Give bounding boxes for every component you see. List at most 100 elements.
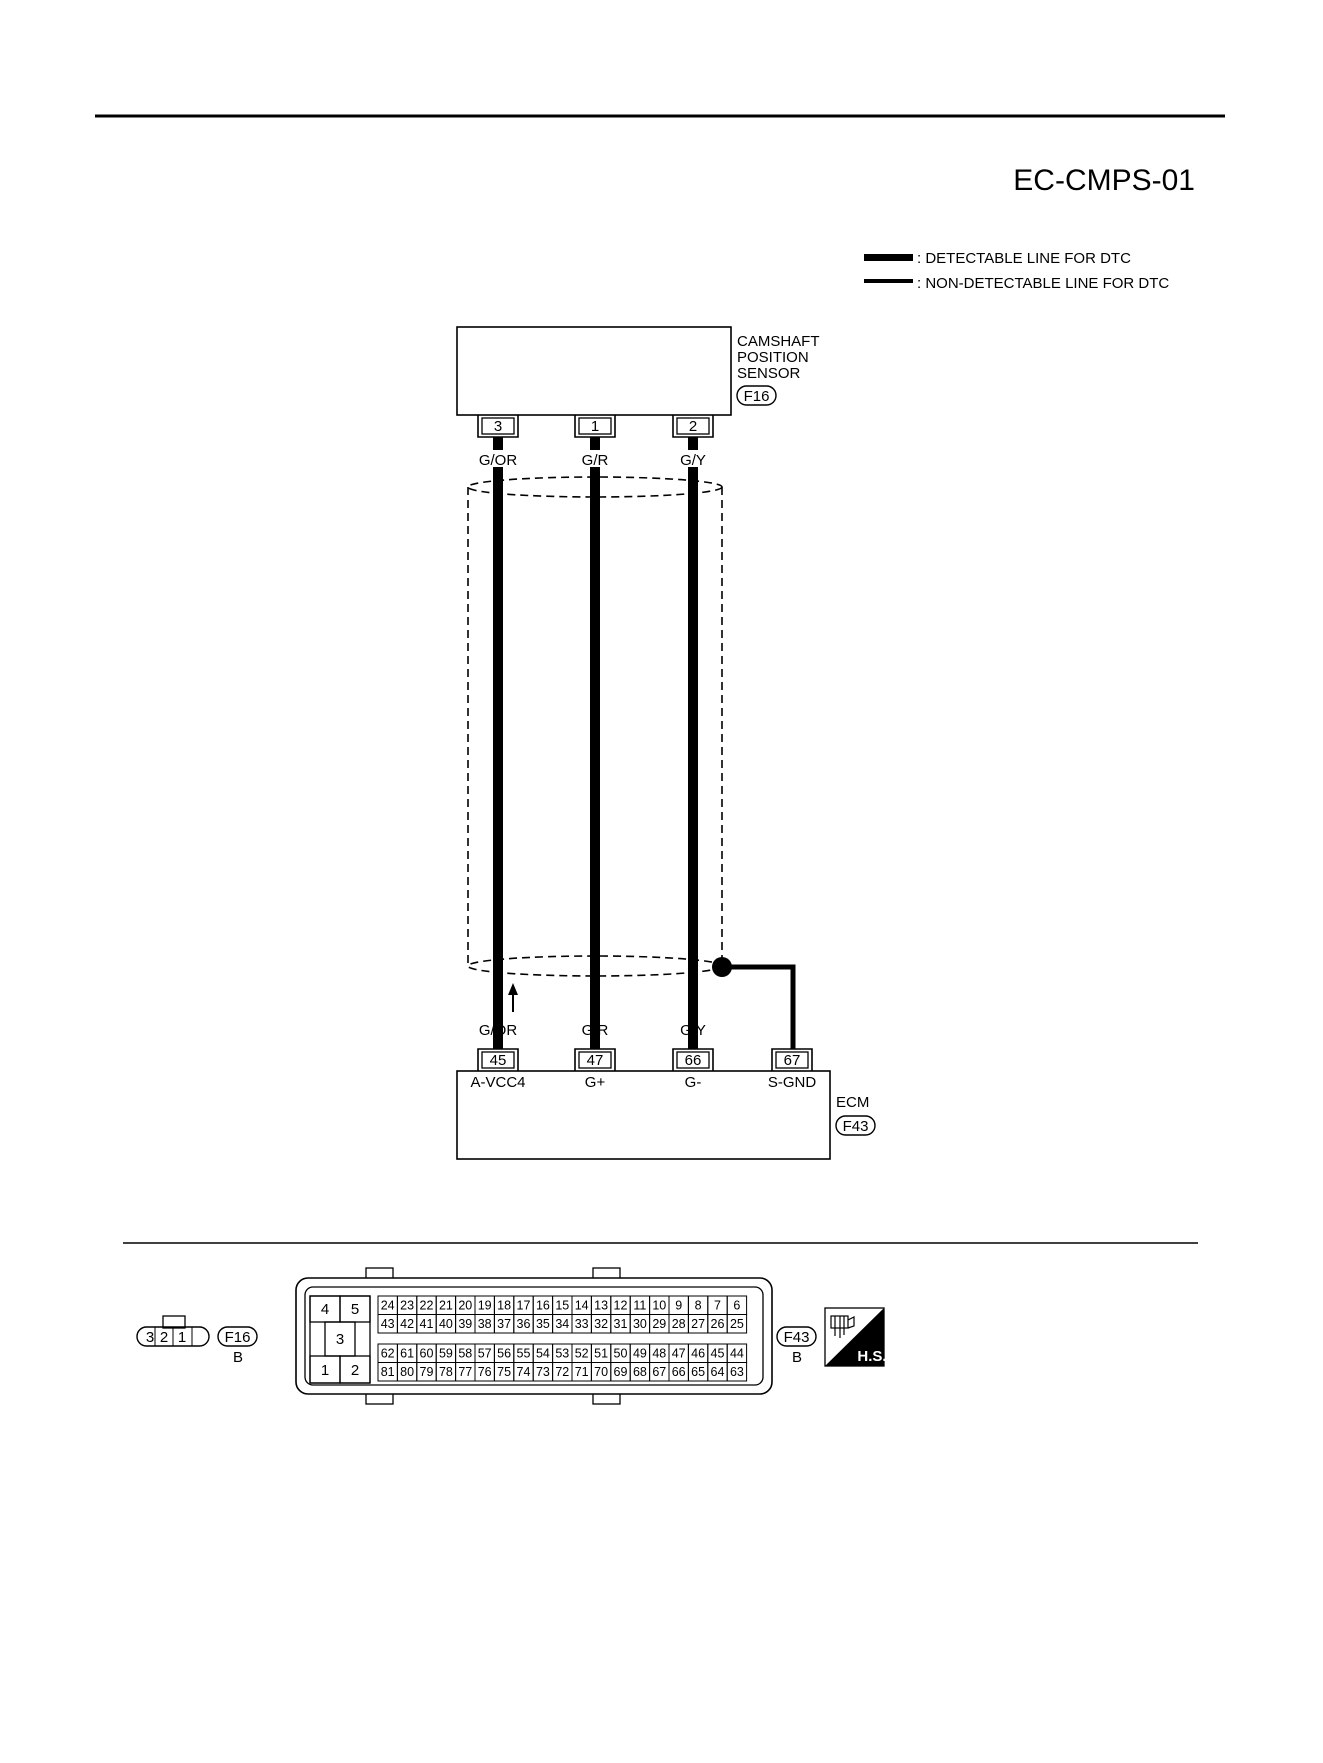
- f43-pin-number: 31: [614, 1317, 628, 1331]
- sensor-connector-badge: [736, 385, 777, 406]
- wire-color-bottom-g-r: G/R: [582, 1022, 609, 1039]
- ecm-pin-66: 66: [685, 1052, 702, 1069]
- f43-pin-number: 65: [691, 1365, 705, 1379]
- f43-pin-number: 22: [420, 1299, 434, 1313]
- f43-pin-number: 63: [730, 1365, 744, 1379]
- f43-pin-number: 46: [691, 1347, 705, 1361]
- f16-view-color: B: [233, 1349, 243, 1366]
- f43-pin-number: 26: [711, 1317, 725, 1331]
- wire-g-or: [493, 437, 503, 450]
- f43-pin-number: 35: [536, 1317, 550, 1331]
- f43-pin-4: 4: [321, 1301, 329, 1318]
- camshaft-position-sensor: CAMSHAFT POSITION SENSOR F16 3 1 2: [456, 326, 820, 438]
- f43-pin-number: 33: [575, 1317, 589, 1331]
- f43-pin-number: 23: [400, 1299, 414, 1313]
- f43-pin-number: 66: [672, 1365, 686, 1379]
- ecm-signal-g-plus: G+: [585, 1074, 606, 1091]
- harness-connector-icon: [830, 1315, 855, 1338]
- f43-pin-2: 2: [351, 1362, 359, 1379]
- sensor-pin-3: 3: [494, 418, 502, 435]
- f43-pin-number: 53: [555, 1347, 569, 1361]
- f43-pin-number: 9: [675, 1299, 682, 1313]
- f43-pin-cell: [726, 1362, 748, 1382]
- f43-pin-number: 17: [517, 1299, 531, 1313]
- f43-view-badge: [776, 1326, 817, 1347]
- sensor-connector-label: F16: [744, 388, 770, 405]
- f43-pin-number: 47: [672, 1347, 686, 1361]
- sensor-box: [456, 326, 732, 416]
- wire-color-bottom-g-y: G/Y: [680, 1022, 706, 1039]
- f43-pin-number: 51: [594, 1347, 608, 1361]
- f43-pin-number: 38: [478, 1317, 492, 1331]
- f43-pin-number: 12: [614, 1299, 628, 1313]
- legend: : DETECTABLE LINE FOR DTC : NON-DETECTAB…: [864, 250, 1169, 292]
- f43-pin-number: 81: [381, 1365, 395, 1379]
- ecm-pin-bracket-67: [771, 1048, 813, 1071]
- f43-pin-number: 48: [652, 1347, 666, 1361]
- wire-shield-ground: [722, 964, 796, 1049]
- f43-pin-number: 79: [420, 1365, 434, 1379]
- f16-pin-1: 1: [178, 1329, 186, 1346]
- wires: [493, 437, 698, 1049]
- ecm-signal-g-minus: G-: [685, 1074, 702, 1091]
- f43-pin-number: 30: [633, 1317, 647, 1331]
- ecm-pin-bracket-45: [477, 1048, 519, 1071]
- f43-pin-number: 42: [400, 1317, 414, 1331]
- f43-pin-3: 3: [336, 1331, 344, 1348]
- f43-pin-number: 80: [400, 1365, 414, 1379]
- sensor-pin-box-1: [578, 417, 612, 435]
- f43-pin-number: 69: [614, 1365, 628, 1379]
- ecm-connector-badge: [835, 1115, 876, 1136]
- legend-non-detectable-swatch: [864, 279, 913, 283]
- f43-pin-number: 32: [594, 1317, 608, 1331]
- f43-pin-number: 55: [517, 1347, 531, 1361]
- sensor-name-line3: SENSOR: [737, 365, 801, 382]
- f43-pin-number: 36: [517, 1317, 531, 1331]
- sensor-pin-1: 1: [591, 418, 599, 435]
- f43-pin-1: 1: [321, 1362, 329, 1379]
- diagram-id: EC-CMPS-01: [1013, 164, 1195, 197]
- f43-pin-number: 10: [652, 1299, 666, 1313]
- f16-view-label: F16: [225, 1329, 251, 1346]
- ecm-pin-box-45: [481, 1051, 515, 1069]
- wire-color-top-g-or: G/OR: [479, 452, 518, 469]
- f43-pin-number: 34: [555, 1317, 569, 1331]
- legend-non-detectable-label: : NON-DETECTABLE LINE FOR DTC: [917, 275, 1169, 292]
- up-arrow-icon: [508, 983, 518, 1012]
- f43-pin-number: 13: [594, 1299, 608, 1313]
- ecm-connector-label: F43: [843, 1118, 869, 1135]
- f43-pin-number: 39: [458, 1317, 472, 1331]
- f43-pin-number: 16: [536, 1299, 550, 1313]
- f43-pin-number: 11: [633, 1299, 646, 1313]
- wire-g-or-main: [493, 467, 503, 1049]
- ecm-pin-bracket-47: [574, 1048, 616, 1071]
- wire-g-y-main: [688, 467, 698, 1049]
- f43-pin-number: 45: [711, 1347, 725, 1361]
- f43-pin-number: 56: [497, 1347, 511, 1361]
- f43-pin-number: 44: [730, 1347, 744, 1361]
- f43-pin-number: 67: [652, 1365, 666, 1379]
- f43-pin-number: 75: [497, 1365, 511, 1379]
- f43-pin-cell: [726, 1314, 748, 1334]
- f43-pin-number: 28: [672, 1317, 686, 1331]
- f43-pin-number: 37: [497, 1317, 511, 1331]
- f16-view-badge: [217, 1326, 258, 1347]
- f43-pin-number: 64: [711, 1365, 725, 1379]
- f43-pin-number: 27: [691, 1317, 705, 1331]
- f43-pin-number: 70: [594, 1365, 608, 1379]
- wire-g-r-main: [590, 467, 600, 1049]
- wire-color-bottom-g-or: G/OR: [479, 1022, 518, 1039]
- f43-pin-number: 57: [478, 1347, 492, 1361]
- ecm-pin-box-66: [676, 1051, 710, 1069]
- f43-pin-number: 14: [575, 1299, 589, 1313]
- f43-pin-number: 62: [381, 1347, 395, 1361]
- f43-pin-number: 29: [652, 1317, 666, 1331]
- f43-pin-number: 74: [517, 1365, 531, 1379]
- ecm-pin-box-47: [578, 1051, 612, 1069]
- ecm-pin-bracket-66: [672, 1048, 714, 1071]
- sensor-name-line2: POSITION: [737, 349, 809, 366]
- f43-pin-number: 52: [575, 1347, 589, 1361]
- f43-pin-number: 24: [381, 1299, 395, 1313]
